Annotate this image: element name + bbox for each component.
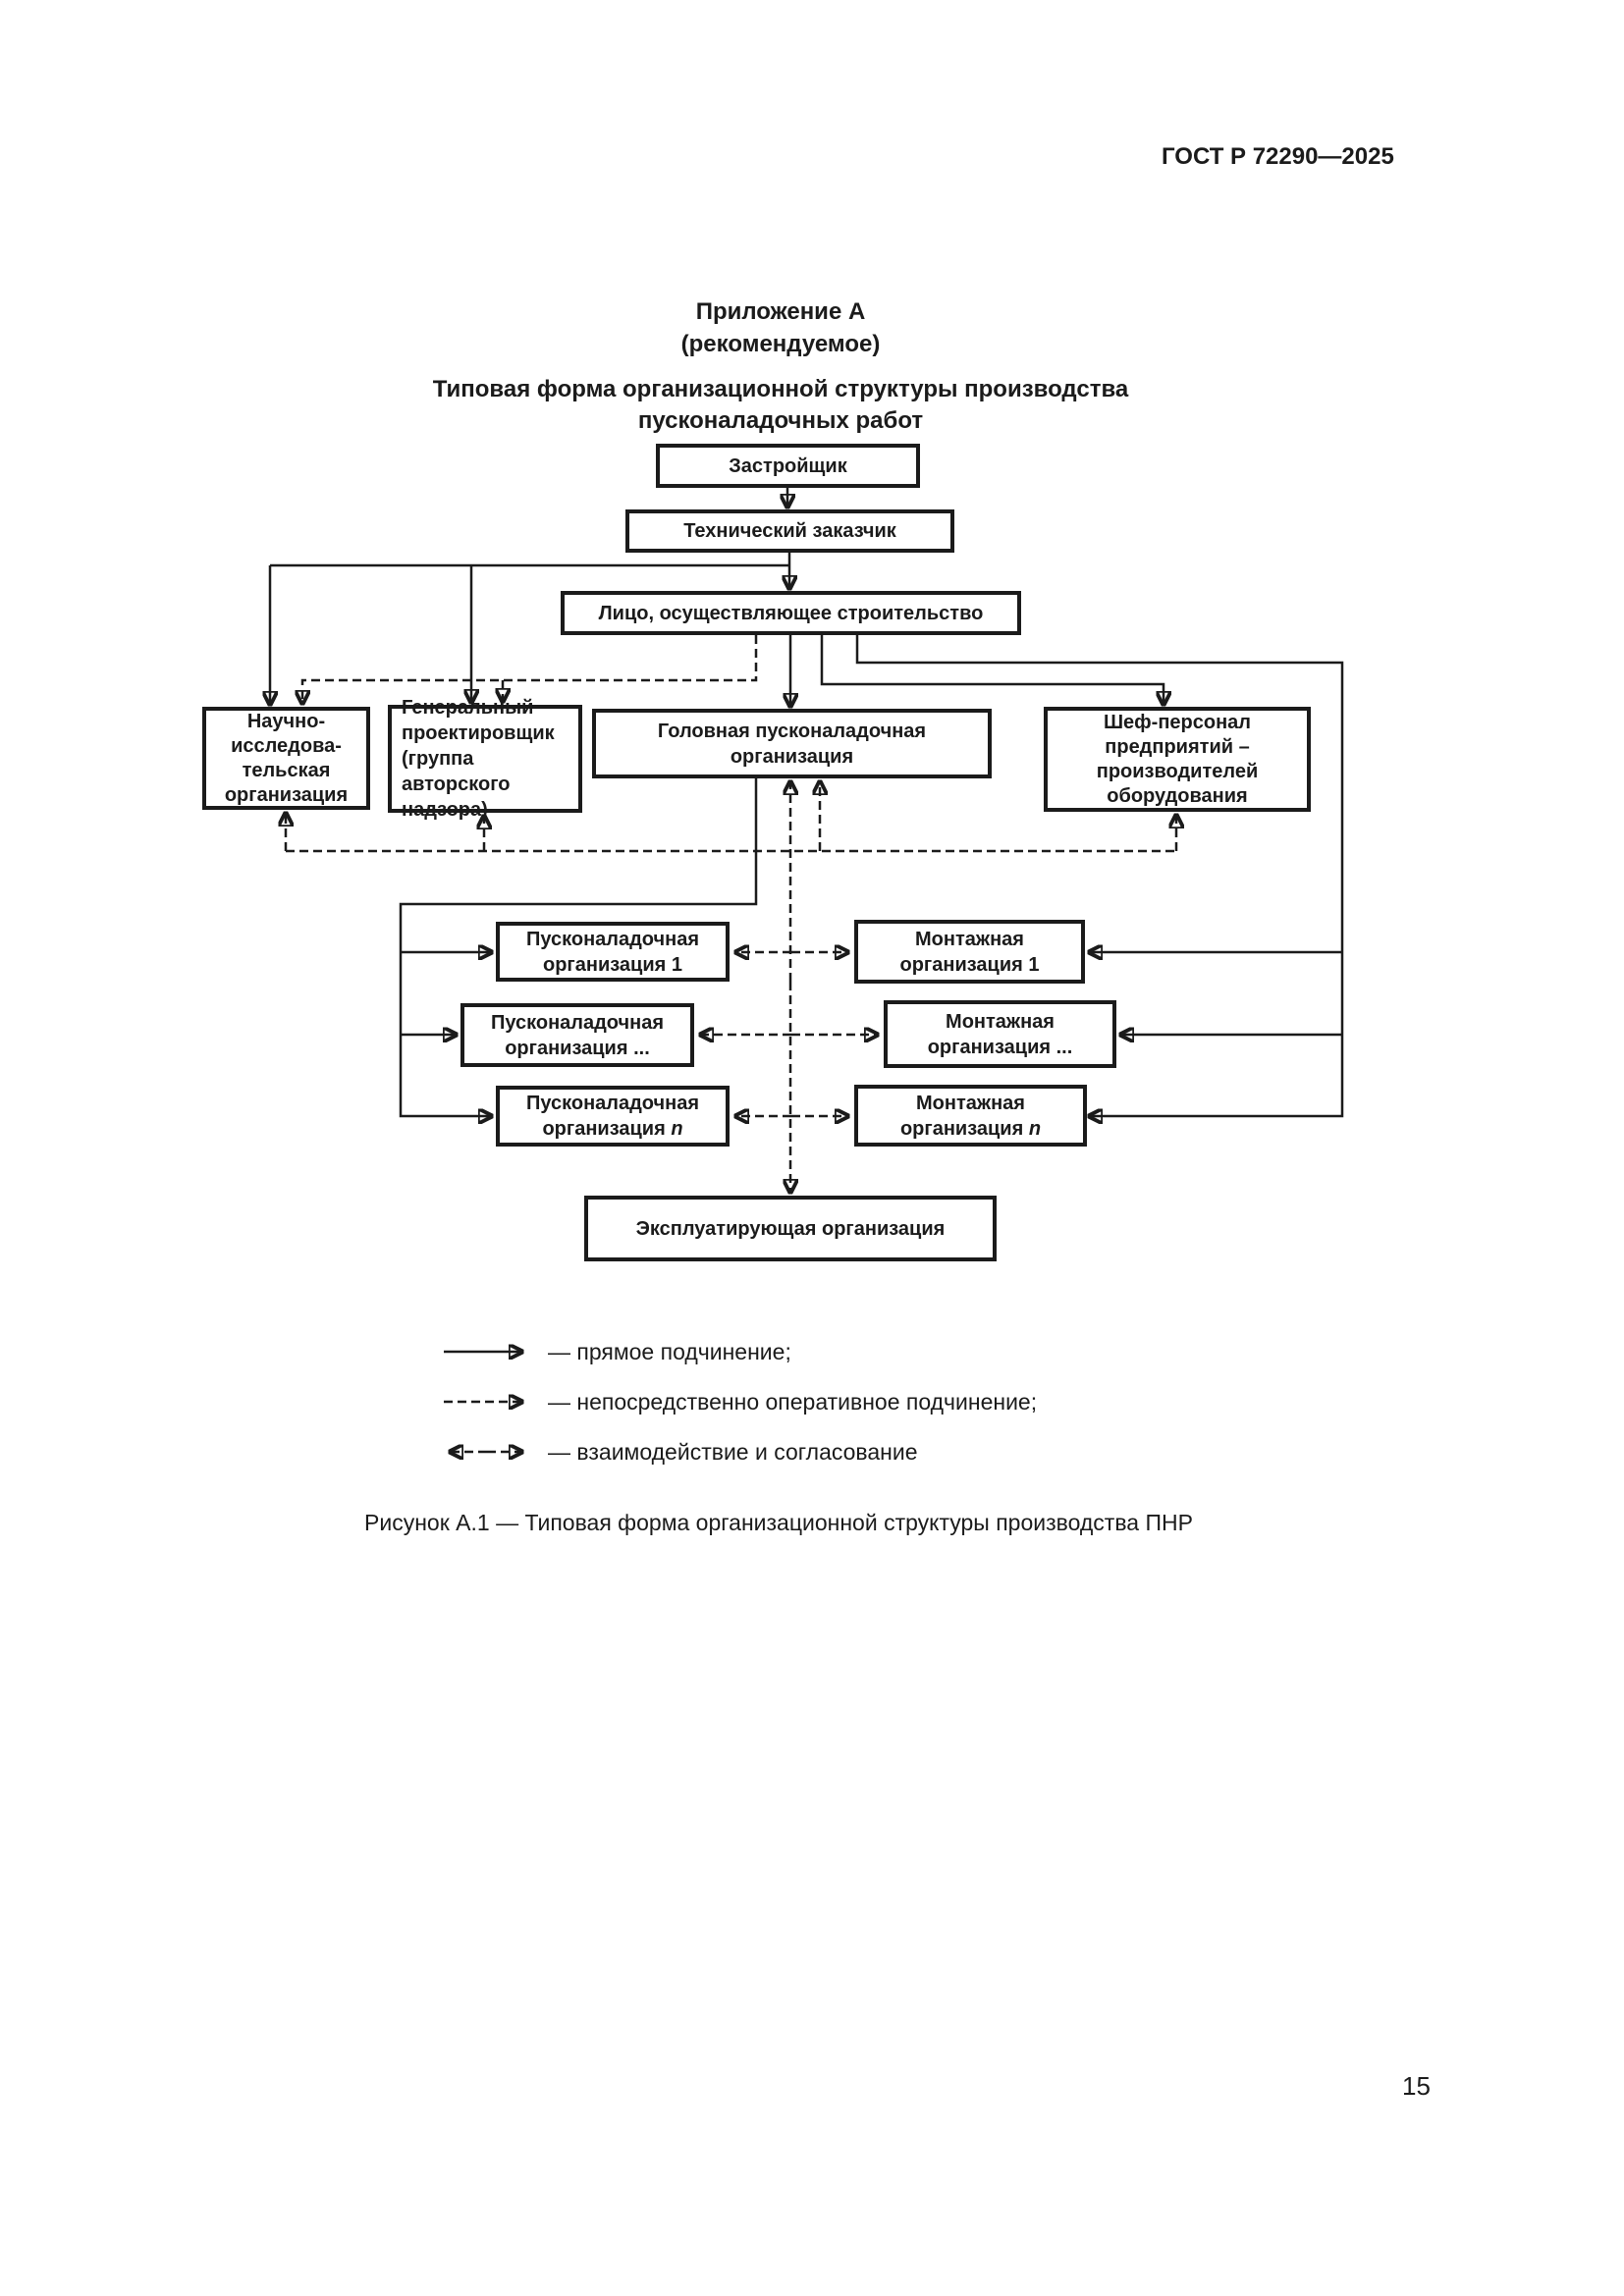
node-label: Монтажная организация 1	[899, 928, 1040, 976]
node-label: Монтажная организация n	[899, 1092, 1042, 1140]
page-number: 15	[1402, 2071, 1431, 2101]
node-commissioning-organization-1: Пусконаладочная организация 1	[496, 922, 730, 982]
legend-item-direct-subordination: — прямое подчинение;	[548, 1339, 791, 1364]
appendix-subtitle: (рекомендуемое)	[680, 331, 881, 357]
node-label: Пусконаладочная организация n	[525, 1093, 699, 1140]
node-label: Застройщик	[729, 454, 847, 477]
node-label: Генеральный проектировщик (группа авторс…	[402, 697, 555, 821]
node-label: Монтажная организация ...	[927, 1010, 1073, 1058]
italic-n-suffix: n	[671, 1118, 683, 1140]
node-commissioning-organization-dots: Пусконаладочная организация ...	[460, 1003, 694, 1067]
node-commissioning-organization-n: Пусконаладочная организация n	[496, 1086, 730, 1147]
node-construction-entity: Лицо, осуществляющее строительство	[561, 591, 1021, 635]
node-label: Пусконаладочная организация 1	[525, 928, 699, 976]
node-installation-organization-n: Монтажная организация n	[854, 1085, 1087, 1147]
node-installation-organization-1: Монтажная организация 1	[854, 920, 1085, 984]
node-label: Пусконаладочная организация ...	[490, 1011, 664, 1059]
node-label: Шеф-персонал предприятий – производителе…	[1096, 711, 1259, 807]
node-technical-customer: Технический заказчик	[625, 509, 954, 553]
figure-title-line2: пусконаладочных работ	[637, 407, 924, 434]
node-general-designer: Генеральный проектировщик (группа авторс…	[388, 697, 582, 821]
node-developer: Застройщик	[656, 444, 920, 488]
node-label: Лицо, осуществляющее строительство	[598, 602, 984, 624]
figure-title-line1: Типовая форма организационной структуры …	[432, 376, 1129, 402]
node-chief-personnel: Шеф-персонал предприятий – производителе…	[1044, 707, 1311, 812]
node-label: Технический заказчик	[683, 520, 896, 542]
legend-item-operative-subordination: — непосредственно оперативное подчинение…	[548, 1389, 1038, 1415]
node-label: Головная пусконаладочная организация	[657, 720, 927, 768]
node-research-organization: Научно- исследова- тельская организация	[202, 707, 370, 810]
standard-number-header: ГОСТ Р 72290—2025	[1162, 143, 1394, 170]
italic-n-suffix: n	[1028, 1117, 1042, 1140]
node-label: Эксплуатирующая организация	[635, 1217, 946, 1240]
figure-caption: Рисунок А.1 — Типовая форма организацион…	[364, 1510, 1193, 1535]
node-label: Научно- исследова- тельская организация	[224, 710, 349, 806]
legend-item-interaction: — взаимодействие и согласование	[548, 1439, 918, 1465]
appendix-title: Приложение А	[695, 298, 866, 325]
node-head-commissioning-organization: Головная пусконаладочная организация	[592, 709, 992, 778]
node-installation-organization-dots: Монтажная организация ...	[884, 1000, 1116, 1068]
node-operating-organization: Эксплуатирующая организация	[584, 1196, 997, 1261]
